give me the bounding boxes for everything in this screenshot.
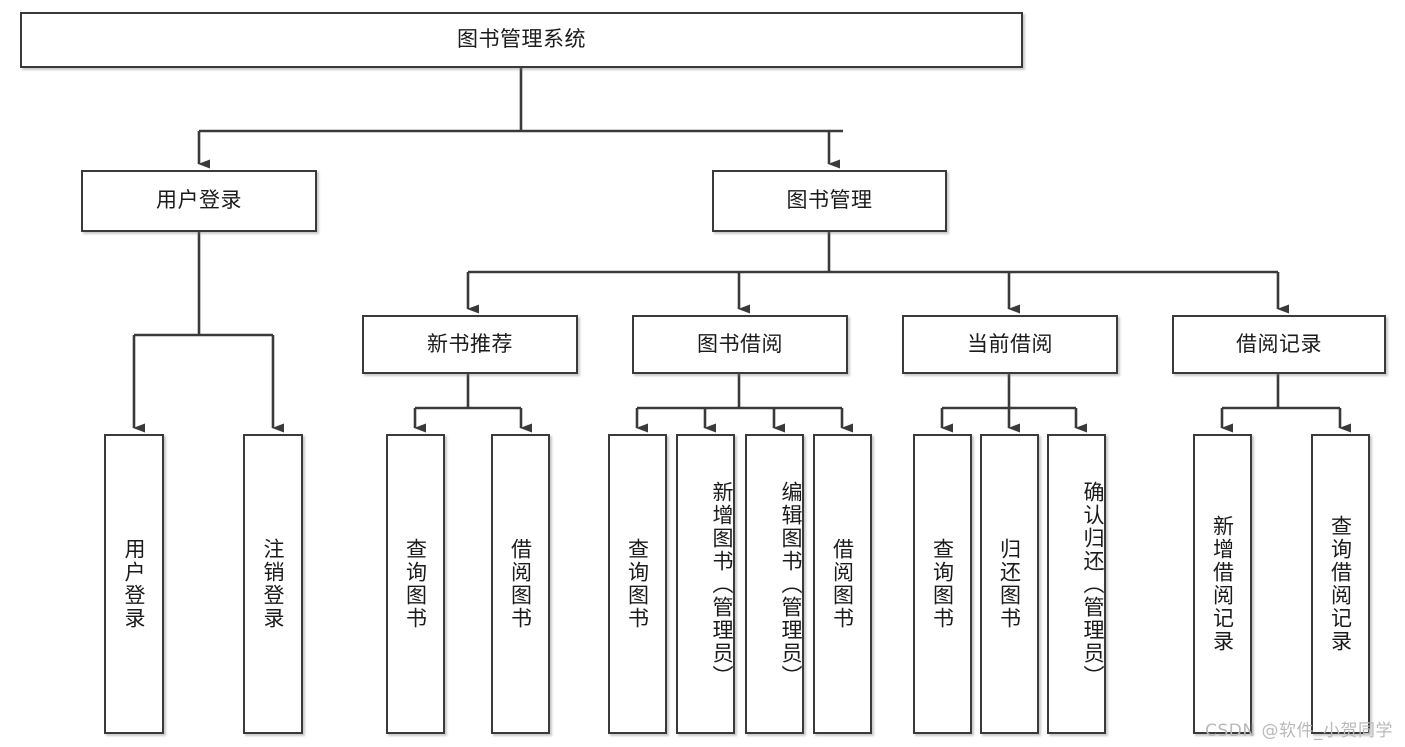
node-book-borrow-label: 图书借阅	[697, 331, 783, 356]
node-leaf-confirm-return-admin[interactable]: 确认归还（管理员）	[1047, 434, 1106, 734]
node-leaf-borrow-book-2[interactable]: 借阅图书	[813, 434, 872, 734]
node-leaf-borrow-book-2-label: 借阅图书	[830, 538, 855, 630]
node-leaf-edit-book-admin[interactable]: 编辑图书（管理员）	[745, 434, 804, 734]
node-leaf-user-login[interactable]: 用户登录	[104, 434, 164, 734]
node-leaf-query-book-2[interactable]: 查询图书	[608, 434, 667, 734]
node-leaf-edit-book-admin-label: 编辑图书（管理员）	[779, 480, 803, 688]
node-book-borrow[interactable]: 图书借阅	[632, 315, 848, 374]
node-current-borrow[interactable]: 当前借阅	[902, 315, 1118, 374]
node-root-label: 图书管理系统	[457, 27, 586, 52]
node-leaf-add-book-admin-label: 新增图书（管理员）	[710, 480, 734, 688]
node-leaf-logout-login-label: 注销登录	[261, 538, 286, 630]
node-leaf-query-book-1[interactable]: 查询图书	[386, 434, 445, 734]
node-leaf-return-book-label: 归还图书	[997, 538, 1022, 630]
node-leaf-query-book-3[interactable]: 查询图书	[913, 434, 972, 734]
node-current-borrow-label: 当前借阅	[967, 331, 1053, 356]
node-leaf-query-book-3-label: 查询图书	[930, 538, 955, 630]
node-leaf-borrow-book-1-label: 借阅图书	[508, 538, 533, 630]
node-root[interactable]: 图书管理系统	[20, 12, 1023, 68]
node-leaf-query-borrow-record-label: 查询借阅记录	[1328, 515, 1353, 653]
node-new-book-recommend[interactable]: 新书推荐	[362, 315, 578, 374]
node-leaf-logout-login[interactable]: 注销登录	[243, 434, 303, 734]
node-user-login-label: 用户登录	[156, 188, 242, 213]
node-new-book-recommend-label: 新书推荐	[427, 331, 513, 356]
node-book-manage[interactable]: 图书管理	[712, 170, 947, 232]
node-borrow-record-label: 借阅记录	[1236, 331, 1322, 356]
node-leaf-borrow-book-1[interactable]: 借阅图书	[491, 434, 550, 734]
node-leaf-confirm-return-admin-label: 确认归还（管理员）	[1081, 480, 1105, 688]
node-leaf-query-book-1-label: 查询图书	[403, 538, 428, 630]
node-leaf-query-book-2-label: 查询图书	[625, 538, 650, 630]
node-user-login[interactable]: 用户登录	[81, 170, 317, 232]
node-leaf-add-borrow-record-label: 新增借阅记录	[1210, 515, 1235, 653]
node-leaf-return-book[interactable]: 归还图书	[980, 434, 1039, 734]
node-borrow-record[interactable]: 借阅记录	[1172, 315, 1386, 374]
node-leaf-user-login-label: 用户登录	[122, 538, 147, 630]
node-book-manage-label: 图书管理	[786, 188, 873, 213]
node-leaf-add-book-admin[interactable]: 新增图书（管理员）	[676, 434, 735, 734]
csdn-watermark: CSDN @软件_小贺同学	[1205, 721, 1393, 741]
node-leaf-add-borrow-record[interactable]: 新增借阅记录	[1193, 434, 1252, 734]
node-leaf-query-borrow-record[interactable]: 查询借阅记录	[1311, 434, 1370, 734]
